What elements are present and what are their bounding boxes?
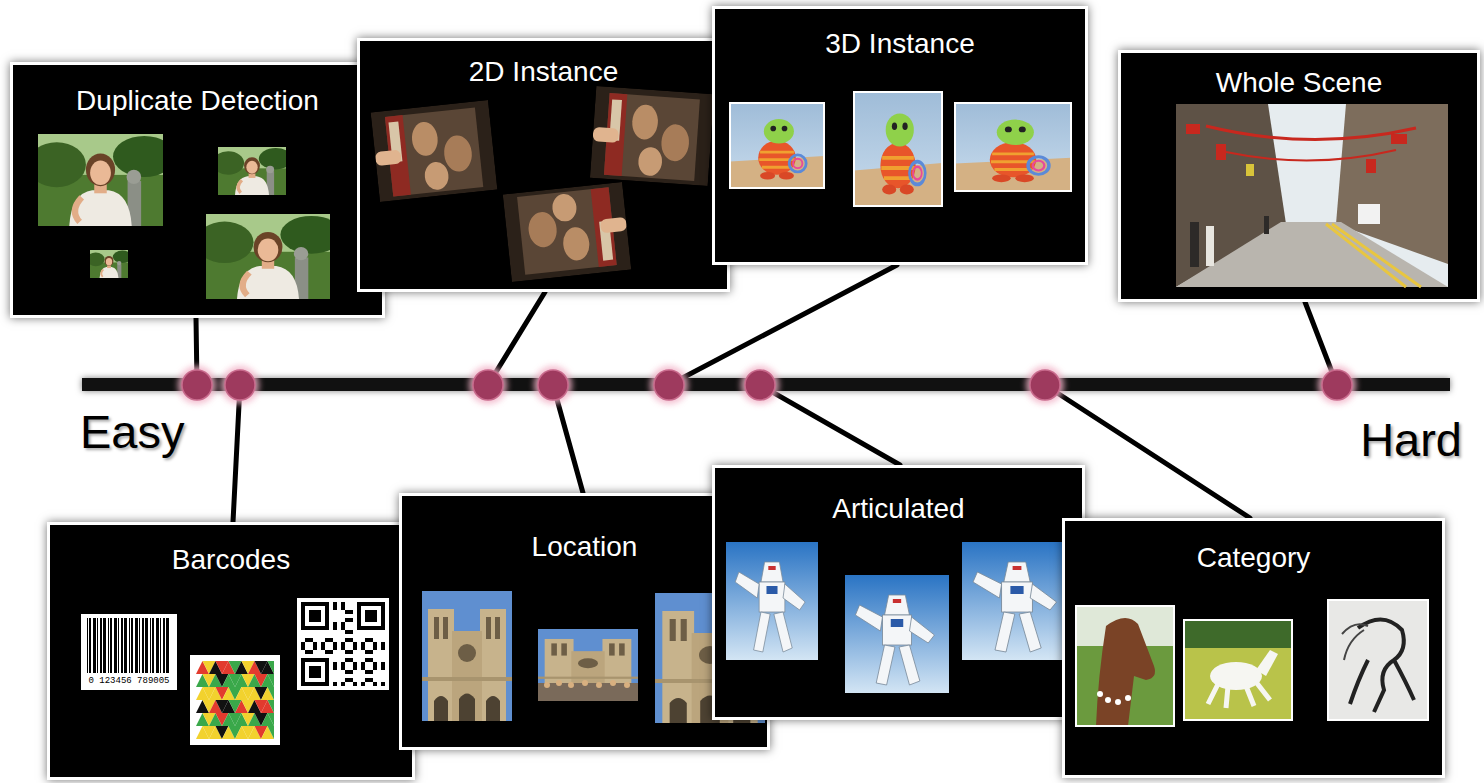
panel-title: Articulated xyxy=(832,492,964,526)
example-panel: Duplicate Detection xyxy=(10,62,385,318)
panel-title: Duplicate Detection xyxy=(76,84,319,118)
example-panel: Articulated xyxy=(712,465,1085,720)
example-panel: Barcodes xyxy=(47,522,415,780)
example-panel: 3D Instance xyxy=(712,6,1088,265)
panel-title: Category xyxy=(1197,541,1311,575)
barcode-number: 0 123456 789005 xyxy=(87,676,170,687)
panel-title: Whole Scene xyxy=(1216,66,1383,100)
example-panel: Whole Scene xyxy=(1118,50,1480,302)
scale-end-label: Hard xyxy=(1360,412,1462,468)
panel-title: Location xyxy=(532,530,638,564)
panel-title: 2D Instance xyxy=(469,55,618,89)
scale-end-label: Easy xyxy=(80,404,185,460)
panel-title: 3D Instance xyxy=(825,27,974,61)
panel-title: Barcodes xyxy=(172,543,290,577)
timeline-dots xyxy=(178,366,1356,404)
example-panel: Category xyxy=(1062,518,1445,778)
example-panel: 2D Instance xyxy=(357,38,730,292)
